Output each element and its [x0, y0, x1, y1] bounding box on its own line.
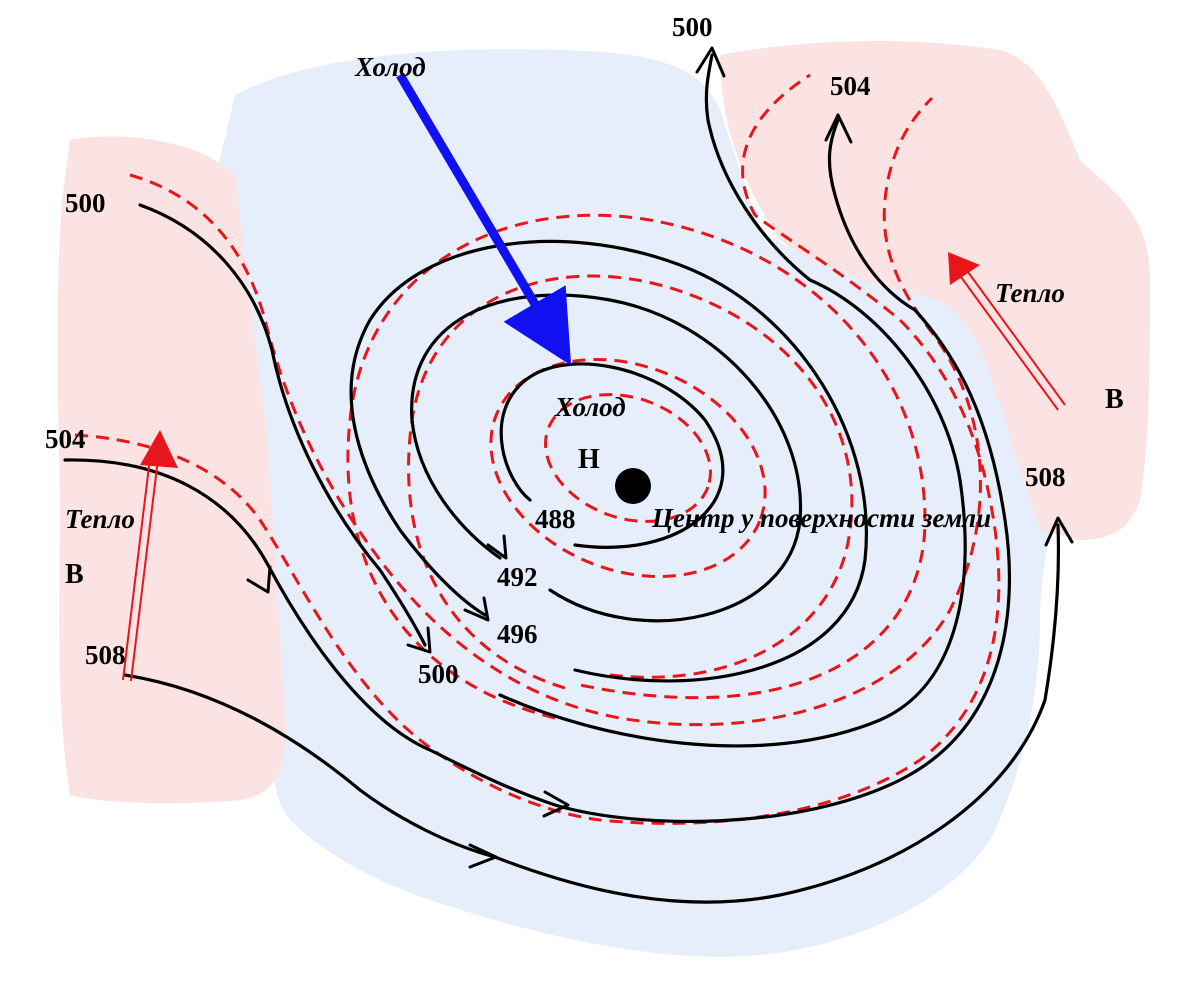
airflow-arrows: [122, 72, 1066, 682]
isotherm-inner: [544, 393, 712, 523]
contour-label-508-left: 508: [85, 640, 126, 670]
arrowhead-504-bottom: [542, 790, 570, 818]
isohypse-496: [349, 239, 868, 683]
label-high-right: В: [1105, 384, 1124, 415]
arrowhead-500-inner: [406, 626, 432, 654]
isotherm-2: [489, 357, 767, 579]
warm-air-arrow-right: [948, 252, 1066, 411]
label-high-left: В: [65, 559, 84, 590]
contour-label-504-left: 504: [45, 424, 86, 454]
contour-label-500-top: 500: [672, 12, 713, 42]
warm-region-left: [57, 136, 285, 804]
isohypse-504: [63, 118, 1012, 824]
arrowhead-504-right: [824, 113, 853, 144]
isotherm-6: [74, 73, 1001, 825]
arrowhead-504-left: [246, 565, 272, 594]
contour-label-492: 492: [497, 562, 538, 592]
contour-label-488: 488: [535, 504, 576, 534]
warm-region-right: [720, 40, 1150, 541]
contour-label-496: 496: [497, 619, 538, 649]
label-cold-top: Холод: [354, 52, 426, 82]
isohypse-488: [499, 362, 725, 549]
isotherm-4: [346, 213, 927, 720]
label-cold-center: Холод: [554, 392, 626, 422]
contour-label-500-mid: 500: [418, 659, 459, 689]
flow-arrowheads: [246, 46, 1074, 869]
isotherms: [74, 73, 1001, 825]
cold-air-arrow: [396, 72, 572, 366]
isohypses: [63, 53, 1061, 904]
isohypse-500-inner: [138, 203, 427, 647]
isotherm-5: [129, 96, 982, 727]
contour-label-504-right: 504: [830, 71, 871, 101]
text-labels: Холод Холод Тепло Тепло В В Н Центр у по…: [45, 12, 1124, 689]
arrowhead-508-bottom: [468, 843, 498, 869]
contour-label-508-right: 508: [1025, 462, 1066, 492]
isohypse-500-outer: [498, 53, 967, 748]
arrowhead-500-top: [695, 46, 726, 78]
isotherm-3: [407, 274, 854, 690]
label-surface-center: Центр у поверхности земли: [651, 503, 991, 533]
warm-air-arrow-left: [122, 430, 178, 682]
arrowhead-492: [486, 534, 508, 560]
surface-center-marker: [615, 468, 651, 504]
background-regions: [57, 40, 1150, 957]
isohypse-492: [410, 293, 803, 623]
arrowhead-496: [463, 596, 490, 622]
arrowhead-508-right: [1044, 516, 1074, 547]
label-warm-left: Тепло: [65, 504, 135, 534]
isohypse-508: [123, 523, 1061, 904]
label-warm-right: Тепло: [995, 278, 1065, 308]
label-low-center: Н: [578, 444, 600, 475]
contour-label-500-left: 500: [65, 188, 106, 218]
